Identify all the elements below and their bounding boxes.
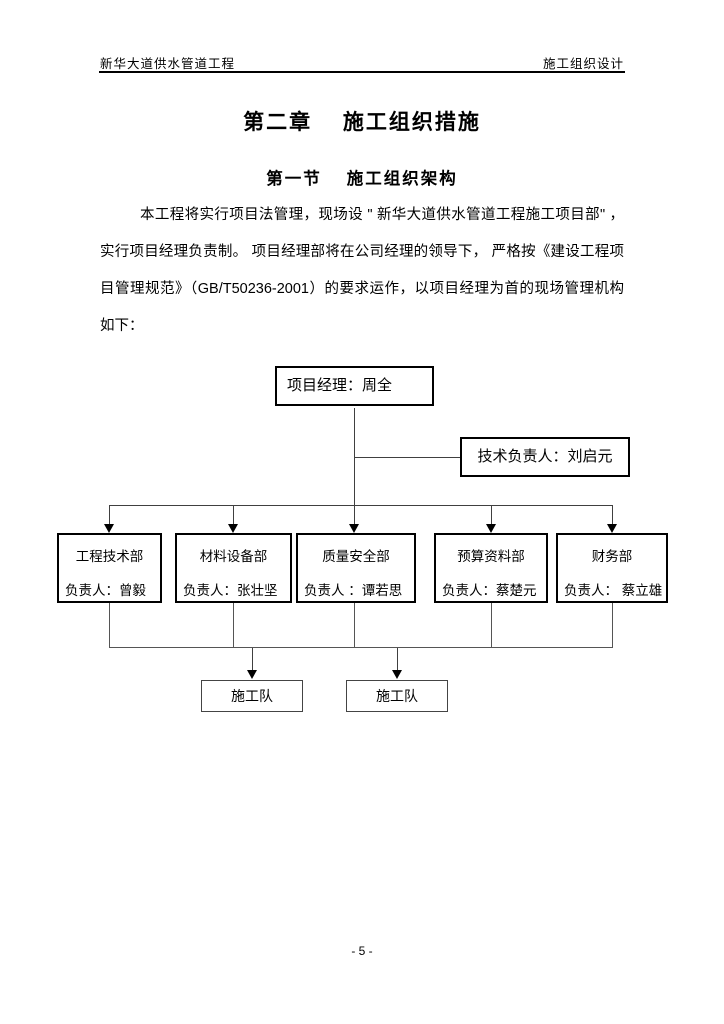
- header-rule: [99, 71, 625, 73]
- org-box-project-manager: 项目经理：周全: [275, 366, 434, 406]
- arrow-down-icon: [392, 670, 402, 679]
- dept-name: 材料设备部: [199, 549, 268, 564]
- paragraph-line: 目管理规范》（GB/T50236-2001）的要求运作，以项目经理为首的现场管理…: [100, 281, 624, 297]
- org-box-engineering-dept: 工程技术部 负责人：曾毅: [57, 533, 162, 603]
- connector-rail-top: [109, 505, 613, 506]
- org-box-construction-team-2: 施工队: [346, 680, 448, 712]
- arrow-down-icon: [104, 524, 114, 533]
- connector-line: [397, 648, 398, 671]
- body-paragraph: 本工程将实行项目法管理，现场设 " 新华大道供水管道工程施工项目部" ， 实行项…: [100, 197, 624, 345]
- paragraph-line: 实行项目经理负责制。 项目经理部将在公司经理的领导下， 严格按《建设工程项: [100, 244, 624, 260]
- dept-name: 质量安全部: [322, 549, 390, 564]
- org-box-quality-safety-dept: 质量安全部 负责人 ：谭若思: [296, 533, 416, 603]
- arrow-down-icon: [607, 524, 617, 533]
- dept-name: 预算资料部: [457, 549, 525, 564]
- dept-name: 财务部: [591, 549, 633, 564]
- connector-line: [354, 408, 355, 505]
- header-project-name: 新华大道供水管道工程: [100, 57, 236, 71]
- arrow-down-icon: [349, 524, 359, 533]
- dept-head: 负责人：曾毅: [65, 583, 146, 598]
- arrow-down-icon: [228, 524, 238, 533]
- arrow-down-icon: [486, 524, 496, 533]
- header-doc-type: 施工组织设计: [542, 57, 624, 71]
- chapter-title: 第二章 施工组织措施: [243, 111, 481, 134]
- connector-line: [109, 505, 110, 525]
- connector-line: [612, 603, 613, 647]
- connector-line: [491, 603, 492, 647]
- section-title: 第一节 施工组织架构: [266, 170, 458, 188]
- org-box-materials-dept: 材料设备部 负责人：张壮坚: [175, 533, 292, 603]
- org-box-technical-lead: 技术负责人：刘启元: [460, 437, 630, 477]
- connector-line: [109, 603, 110, 647]
- page-number: - 5 -: [351, 944, 373, 958]
- connector-line: [355, 457, 460, 458]
- paragraph-line: 本工程将实行项目法管理，现场设 " 新华大道供水管道工程施工项目部" ，: [140, 207, 624, 223]
- paragraph-line: 如下：: [100, 318, 144, 334]
- connector-rail-bottom: [109, 647, 613, 648]
- org-box-budget-docs-dept: 预算资料部 负责人：蔡楚元: [434, 533, 548, 603]
- connector-line: [354, 603, 355, 647]
- dept-head: 负责人： 蔡立雄: [564, 583, 663, 598]
- dept-head: 负责人：张壮坚: [183, 583, 278, 598]
- connector-line: [233, 603, 234, 647]
- dept-name: 工程技术部: [75, 549, 144, 564]
- dept-head: 负责人 ：谭若思: [304, 583, 403, 598]
- org-box-construction-team-1: 施工队: [201, 680, 303, 712]
- arrow-down-icon: [247, 670, 257, 679]
- connector-line: [612, 505, 613, 525]
- connector-line: [354, 505, 355, 525]
- connector-line: [491, 505, 492, 525]
- dept-head: 负责人：蔡楚元: [442, 583, 537, 598]
- connector-line: [252, 648, 253, 671]
- org-box-finance-dept: 财务部 负责人： 蔡立雄: [556, 533, 668, 603]
- connector-line: [233, 505, 234, 525]
